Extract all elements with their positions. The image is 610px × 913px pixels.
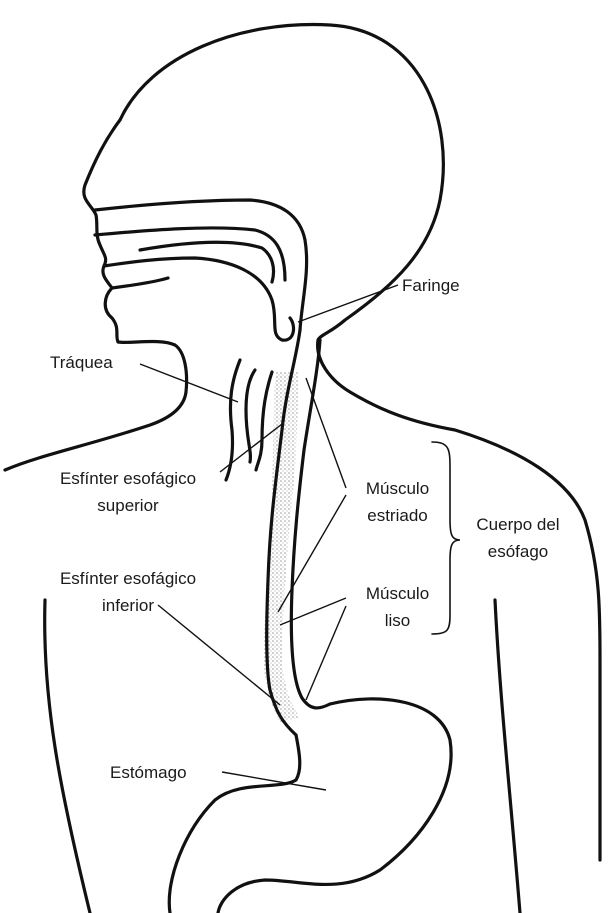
tongue (104, 258, 294, 340)
musculo-liso-label-line2: liso (350, 610, 445, 632)
estriado-leader-1 (306, 378, 346, 488)
faringe-label: Faringe (402, 275, 460, 297)
palate (95, 228, 285, 280)
esfinter-inferior-label-line2: inferior (28, 595, 228, 617)
trachea-back (256, 372, 272, 470)
esfinter-superior-label-line2: superior (28, 495, 228, 517)
head-outline (120, 25, 600, 860)
traquea-leader (140, 364, 238, 402)
estomago-label: Estómago (110, 762, 187, 784)
traquea-label: Tráquea (50, 352, 113, 374)
left-arm-line (45, 600, 90, 913)
stomach-outline (169, 735, 300, 913)
esfinter-inferior-label-line1: Esfínter esofágico (28, 568, 228, 590)
liso-leader-2 (306, 606, 346, 700)
esfinter-superior-label-line1: Esfínter esofágico (28, 468, 228, 490)
musculo-estriado-label-line2: estriado (350, 505, 445, 527)
musculo-liso-label-line1: Músculo (350, 583, 445, 605)
esfinter-superior-leader (220, 424, 282, 472)
cuerpo-esofago-label-line2: esófago (458, 541, 578, 563)
lower-jaw (112, 278, 168, 288)
face-profile (5, 120, 187, 470)
musculo-estriado-label-line1: Músculo (350, 478, 445, 500)
esfinter-inferior-leader (158, 605, 280, 705)
estomago-leader (222, 772, 326, 790)
stomach-greater-curve (218, 699, 451, 913)
cuerpo-esofago-label-line1: Cuerpo del (458, 514, 578, 536)
esophagus-body-brace (432, 442, 460, 634)
right-arm-line (495, 600, 520, 913)
